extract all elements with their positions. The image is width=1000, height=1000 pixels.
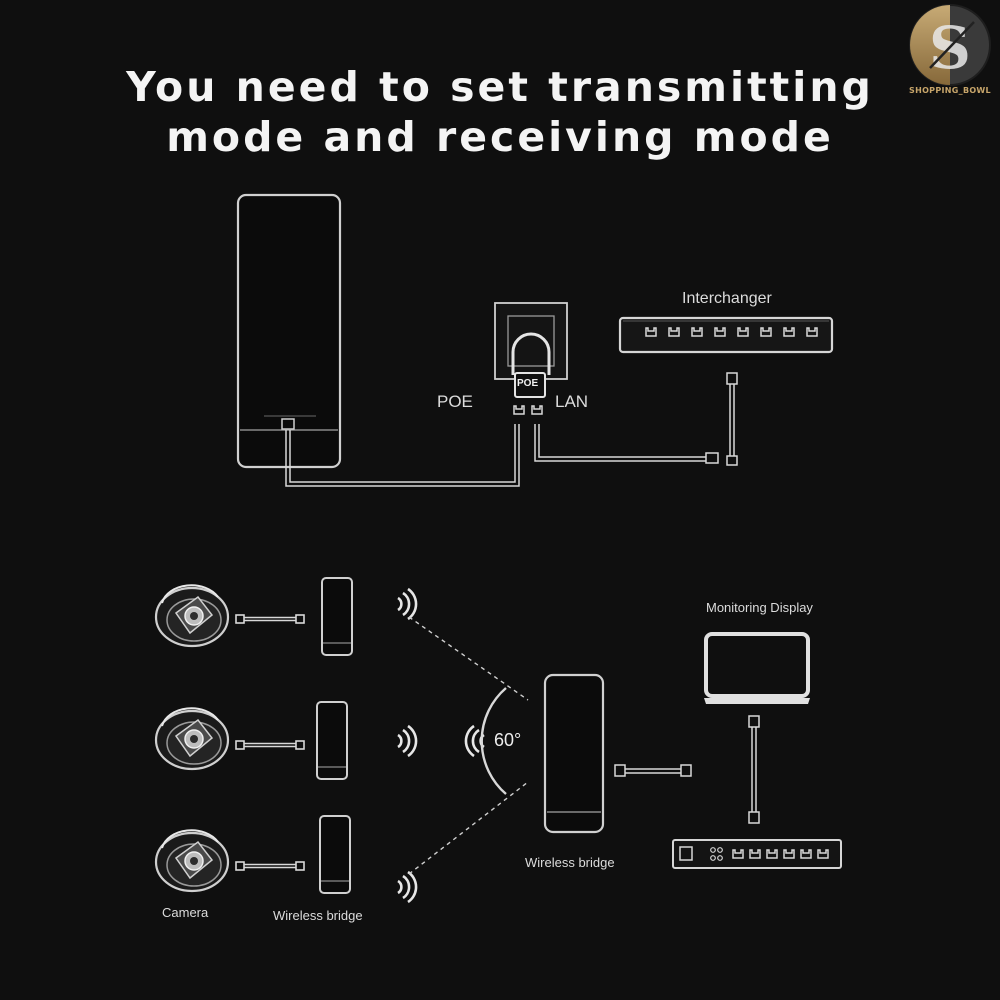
poe-label: POE [437,392,473,411]
title-line-1: You need to set transmitting [126,63,874,111]
coverage-angle [408,616,529,875]
camera-icon-1 [154,584,230,648]
ethernet-cables-top [285,372,738,487]
camera-icon-2 [154,707,230,771]
cpe-device-large [236,193,342,469]
wifi-signal-icon-2 [396,724,418,758]
brand-name: SHOPPING_BOWL [909,86,991,95]
cable-2 [235,740,305,750]
poe-adapter [494,302,568,415]
transmitter-bridge-label: Wireless bridge [273,908,363,923]
monitoring-display-label: Monitoring Display [706,600,813,615]
switch-top [618,316,834,354]
camera-label: Camera [162,905,209,920]
cable-3 [235,861,305,871]
brand-logo-icon: S [909,4,991,86]
angle-label: 60° [494,730,522,750]
transmitter-bridge-1 [321,577,353,656]
adapter-label: POE [517,378,539,389]
camera-icon-3 [154,829,230,893]
monitor-laptop-icon [704,632,810,704]
cable-1 [235,614,305,624]
title-line-2: mode and receiving mode [166,113,834,161]
receiver-bridge-label: Wireless bridge [525,855,615,870]
lan-label: LAN [555,392,589,411]
wifi-signal-icon-3 [396,870,418,904]
transmitter-bridge-2 [316,701,348,780]
wifi-signal-icon-1 [396,587,418,621]
display-cable [748,715,760,824]
switch-bottom [672,839,842,869]
receiver-cable [614,764,692,777]
transmitter-bridge-3 [319,815,351,894]
receiver-bridge [543,673,605,834]
switch-label: Interchanger [682,290,772,307]
